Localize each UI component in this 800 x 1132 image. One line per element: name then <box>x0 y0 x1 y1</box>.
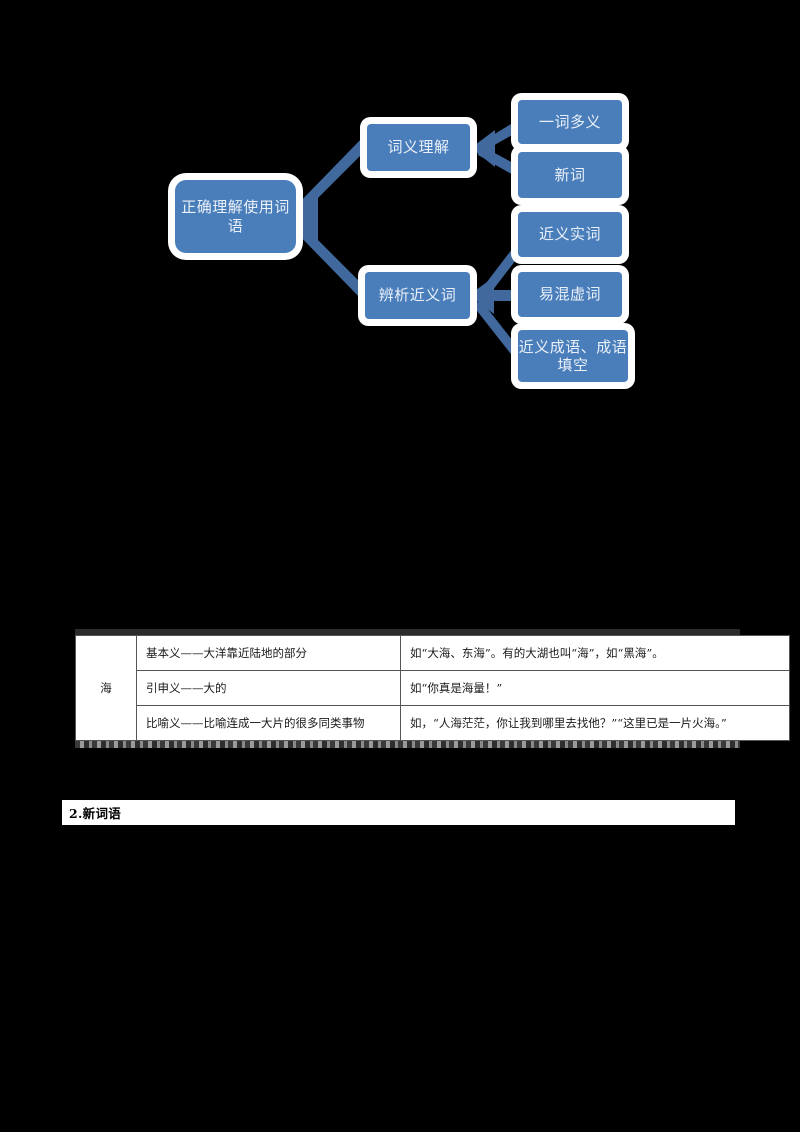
table-top-rule <box>75 629 740 635</box>
concept-flowchart: 正确理解使用词语 词义理解 辨析近义词 一词多义 新词 近义实词 易混虚词 近义… <box>150 70 670 410</box>
connector-bianxi-to-jinyichengyu <box>474 299 520 358</box>
table-cell-example: 如“大海、东海”。有的大湖也叫“海”，如“黑海”。 <box>400 634 790 672</box>
table-row: 海 基本义——大洋靠近陆地的部分 如“大海、东海”。有的大湖也叫“海”，如“黑海… <box>75 634 790 742</box>
node-yihunxuci[interactable]: 易混虚词 <box>518 272 622 317</box>
table-cell-meaning: 基本义——大洋靠近陆地的部分 <box>136 634 401 672</box>
arrowhead-into-ciyilijie <box>471 130 495 167</box>
arrowhead-into-root <box>296 196 318 242</box>
section-heading-strip: 2.新词语 <box>62 800 735 825</box>
connector-root-to-ciyilijie <box>292 134 372 220</box>
node-yiciduoyi-label: 一词多义 <box>538 112 601 131</box>
vocabulary-table-wrapper: 海 基本义——大洋靠近陆地的部分 如“大海、东海”。有的大湖也叫“海”，如“黑海… <box>75 629 790 749</box>
table-cell-meaning: 比喻义——比喻连成一大片的很多同类事物 <box>136 705 401 742</box>
node-jinyichengyu[interactable]: 近义成语、成语填空 <box>518 330 628 382</box>
node-yiciduoyi[interactable]: 一词多义 <box>518 100 622 144</box>
node-bianxijinyici-label: 辨析近义词 <box>378 286 457 305</box>
vocabulary-table: 海 基本义——大洋靠近陆地的部分 如“大海、东海”。有的大湖也叫“海”，如“黑海… <box>75 634 790 742</box>
table-row: 引申义——大的 如“你真是海量！” <box>76 670 790 707</box>
flowchart-connectors <box>292 116 528 358</box>
table-cell-meaning: 引申义——大的 <box>136 670 401 707</box>
node-xinci[interactable]: 新词 <box>518 152 622 198</box>
node-yihunxuci-label: 易混虚词 <box>538 285 601 304</box>
connector-root-to-bianxi <box>292 218 370 302</box>
node-ciyilijie[interactable]: 词义理解 <box>367 124 470 171</box>
arrowhead-into-bianxi <box>469 277 494 314</box>
node-bianxijinyici[interactable]: 辨析近义词 <box>365 272 470 319</box>
node-root-label: 正确理解使用词语 <box>181 198 290 235</box>
node-root[interactable]: 正确理解使用词语 <box>175 180 296 253</box>
node-jinyichengyu-label: 近义成语、成语填空 <box>518 337 628 374</box>
node-xinci-label: 新词 <box>554 165 586 184</box>
node-jinyishici[interactable]: 近义实词 <box>518 212 622 257</box>
table-cell-character: 海 <box>75 634 137 742</box>
node-jinyishici-label: 近义实词 <box>538 225 601 244</box>
section-heading: 2.新词语 <box>69 806 122 821</box>
table-bottom-rule <box>75 741 740 749</box>
table-row: 比喻义——比喻连成一大片的很多同类事物 如，“人海茫茫，你让我到哪里去找他？”“… <box>76 705 790 742</box>
table-cell-example: 如“你真是海量！” <box>400 670 790 707</box>
node-ciyilijie-label: 词义理解 <box>387 138 450 157</box>
table-cell-example: 如，“人海茫茫，你让我到哪里去找他？”“这里已是一片火海。” <box>400 705 790 742</box>
